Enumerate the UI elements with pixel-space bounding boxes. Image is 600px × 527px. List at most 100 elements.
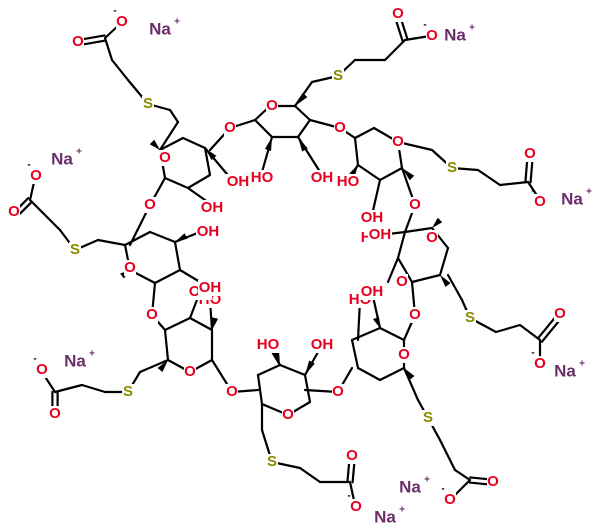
bond (370, 178, 382, 217)
bond (353, 126, 376, 140)
label-backdrop (409, 307, 421, 323)
bond (253, 118, 274, 139)
hydroxyl-group: OH (361, 209, 384, 226)
carbonyl-oxygen: O (72, 33, 84, 50)
negative-charge: - (27, 160, 30, 171)
sodium-ion: Na (149, 19, 171, 38)
bond (110, 58, 130, 82)
bond (356, 163, 382, 182)
positive-charge: + (586, 187, 592, 198)
label-backdrop (116, 14, 128, 30)
glycosidic-oxygen: O (226, 383, 238, 400)
sodium-ion: Na (374, 507, 396, 526)
label-backdrop (124, 260, 136, 276)
label-backdrop (310, 170, 334, 186)
bond (256, 363, 282, 377)
label-backdrop (534, 356, 546, 372)
carboxylate-oxygen: O (350, 498, 362, 515)
label-backdrop (184, 364, 196, 380)
bond (356, 366, 382, 382)
bond (446, 273, 464, 302)
label-backdrop (346, 448, 358, 464)
carbonyl-oxygen: O (487, 473, 499, 490)
hydroxyl-group: HO (337, 173, 360, 190)
label-backdrop (332, 384, 344, 400)
stereo-wedge (175, 233, 188, 242)
bond (518, 323, 542, 342)
hydroxyl-group: HO (251, 169, 274, 186)
double-bond (80, 34, 106, 41)
label-backdrop (334, 120, 346, 136)
label-backdrop (250, 170, 274, 186)
carboxylate-oxygen: O (426, 27, 438, 44)
bond (396, 256, 414, 284)
hydroxyl-group: OH (361, 283, 384, 300)
sulfur-atom: S (465, 309, 475, 326)
label-backdrop (159, 150, 171, 166)
ring-oxygen: O (266, 97, 278, 114)
label-backdrop (256, 337, 280, 353)
carboxylate-oxygen: O (36, 361, 48, 378)
label-backdrop (69, 242, 81, 258)
label-backdrop (524, 146, 536, 162)
carboxylate-oxygen: O (444, 491, 456, 508)
negative-charge: - (441, 484, 444, 495)
carbonyl-oxygen: O (346, 447, 358, 464)
label-backdrop (360, 284, 384, 300)
bond (138, 358, 170, 374)
label-backdrop (49, 406, 61, 422)
bond (153, 268, 182, 285)
ring-oxygen: O (124, 259, 136, 276)
bond-layer (15, 16, 562, 507)
sulfur-atom: S (447, 159, 457, 176)
bond (378, 366, 406, 382)
bond (453, 468, 472, 482)
bond (378, 326, 406, 342)
label-backdrop (464, 310, 476, 326)
ring-oxygen: O (184, 363, 196, 380)
double-bond (529, 157, 534, 184)
label-backdrop (226, 384, 238, 400)
sodium-ion: Na (554, 361, 576, 380)
bond (403, 226, 434, 234)
label-backdrop (36, 362, 48, 378)
double-bond (540, 318, 562, 343)
label-backdrop (8, 204, 20, 220)
ring-oxygen: O (426, 229, 438, 246)
bond (186, 173, 212, 190)
ring-oxygen: O (392, 133, 404, 150)
sulfur-atom: S (423, 409, 433, 426)
bond (148, 230, 177, 244)
label-backdrop (422, 410, 434, 426)
stereo-wedge (211, 317, 219, 330)
label-backdrop (409, 197, 421, 213)
label-backdrop (144, 197, 156, 213)
hydroxyl-group: OH (369, 226, 392, 243)
label-backdrop (398, 347, 410, 363)
sulfur-atom: S (143, 95, 153, 112)
positive-charge: + (76, 147, 82, 158)
label-backdrop (72, 34, 84, 50)
glycosidic-oxygen: O (332, 383, 344, 400)
sodium-ion: Na (51, 149, 73, 168)
bond (123, 230, 152, 247)
bond (53, 383, 84, 394)
label-backdrop (426, 230, 438, 246)
bond (203, 146, 212, 177)
bond (163, 316, 192, 332)
positive-charge: + (399, 505, 405, 516)
label-backdrop (198, 280, 222, 296)
stereo-wedge-layer (120, 92, 451, 380)
bond (278, 363, 307, 377)
hydroxyl-group: OH (227, 173, 250, 190)
stereo-wedge (432, 217, 443, 228)
ring-oxygen: O (398, 346, 410, 363)
bond (476, 168, 502, 187)
double-bond (468, 481, 491, 486)
double-bond (81, 39, 107, 46)
bond (350, 326, 382, 342)
bond (350, 338, 360, 370)
bond (163, 328, 170, 362)
label-backdrop (122, 384, 134, 400)
